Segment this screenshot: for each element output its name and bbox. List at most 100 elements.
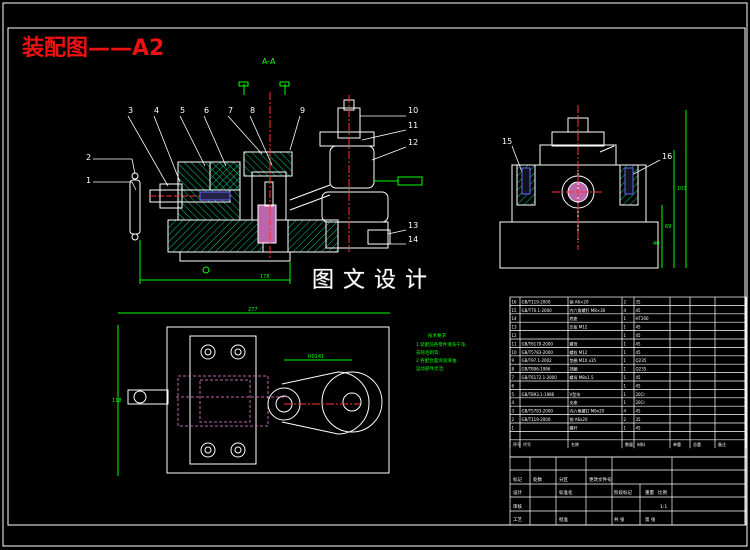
bom-header-total: 总重 xyxy=(693,441,701,447)
front-section-view: A-A xyxy=(129,57,423,284)
bom-header-wt: 单重 xyxy=(673,441,681,447)
tb-count: 处数 xyxy=(533,476,542,483)
bom-cell-mat: 45 xyxy=(636,350,642,355)
title-block xyxy=(509,456,747,526)
balloon-11: 11 xyxy=(408,121,418,130)
bom-cell-no: 12 xyxy=(512,333,518,338)
tech-line-3: 2.各配合面涂润滑油, xyxy=(416,357,458,364)
balloon-12: 12 xyxy=(408,138,418,147)
bom-cell-no: 9 xyxy=(512,358,515,363)
tb-sheets: 共 张 xyxy=(614,516,625,523)
bom-cell-qty: 4 xyxy=(624,409,627,414)
balloon-14: 14 xyxy=(408,235,418,244)
tech-notes: 技术要求 1.装配前各零件清洗干净, 去除毛刺等; 2.各配合面涂润滑油, 运动… xyxy=(416,332,467,372)
bom-cell-name: 螺母 xyxy=(570,340,578,346)
bom-cell-name: 压板 M12 xyxy=(570,324,588,330)
balloon-4: 4 xyxy=(154,106,159,115)
balloon-7: 7 xyxy=(228,106,233,115)
bom-header-qty: 数量 xyxy=(625,441,633,447)
bom-header-note: 备注 xyxy=(718,441,726,447)
bom-cell-mat: 20Cr xyxy=(636,400,646,405)
bom-cell-mat: 20Cr xyxy=(636,392,646,397)
bom-cell-qty: 1 xyxy=(624,333,627,338)
balloon-2: 2 xyxy=(86,153,91,162)
dim-plan-width: 277 xyxy=(248,307,258,313)
bom-cell-no: 3 xyxy=(512,409,515,414)
bom-cell-qty: 1 xyxy=(624,375,627,380)
bom-header-no: 序号 xyxy=(513,441,521,447)
bom-cell-code: GB/T893.1-1986 xyxy=(522,392,555,397)
tb-weight: 重量 xyxy=(645,489,654,496)
bom-cell-mat: 45 xyxy=(636,325,642,330)
bom-cell-mat: 45 xyxy=(636,308,642,313)
bom-cell-name: 销 A6x20 xyxy=(570,416,588,422)
tb-ratio: 比例 xyxy=(658,489,667,496)
balloon-6: 6 xyxy=(204,106,209,115)
bom-cell-mat: Q235 xyxy=(636,358,647,363)
balloon-16: 16 xyxy=(662,152,672,161)
bom-cell-mat: 45 xyxy=(636,409,642,414)
balloon-5: 5 xyxy=(180,106,185,115)
bom-cell-name: 销 A6×20 xyxy=(570,298,589,304)
bom-cell-code: GB/T119-2000 xyxy=(522,417,551,422)
dim-side-h2: 103 xyxy=(677,186,687,192)
balloon-10: 10 xyxy=(408,106,418,115)
bom-cell-qty: 1 xyxy=(624,383,627,388)
bom-cell-code: GB/T5783-2000 xyxy=(522,409,554,414)
section-label: A-A xyxy=(262,57,276,66)
bom-cell-mat: HT200 xyxy=(636,316,650,321)
tech-line-2: 去除毛刺等; xyxy=(416,349,440,356)
bom-cell-code: GB/T896-1986 xyxy=(522,367,551,372)
bom-cell-qty: 1 xyxy=(624,316,627,321)
tb-mark: 标记 xyxy=(513,476,522,483)
bom-cell-no: 2 xyxy=(512,417,515,422)
watermark: 图文设计 xyxy=(312,268,437,293)
tb-change: 更改文件号 xyxy=(589,476,612,483)
tb-scale: 1:1 xyxy=(660,504,667,510)
dim-plan-arm: R0141 xyxy=(308,354,324,360)
sheet-title: 装配图——A2 xyxy=(22,36,165,61)
bom-cell-qty: 1 xyxy=(624,367,627,372)
balloon-15: 15 xyxy=(502,137,512,146)
bom-cell-name: 内六角螺钉 M8×30 xyxy=(570,307,606,313)
tech-heading: 技术要求 xyxy=(428,332,446,339)
bom-cell-mat: 45 xyxy=(636,341,642,346)
tb-std: 标准化 xyxy=(559,489,573,496)
bom-cell-name: 螺栓 M12 xyxy=(570,349,588,355)
balloon-3: 3 xyxy=(128,106,133,115)
plan-view: 277 118 R0141 xyxy=(112,307,390,476)
bom-cell-qty: 1 xyxy=(624,425,627,430)
bom-cell-no: 13 xyxy=(512,325,518,330)
bom-header-name: 名称 xyxy=(571,441,579,447)
bom-cell-code: GB/T6172.1-2000 xyxy=(522,375,558,380)
dim-plan-height: 118 xyxy=(112,398,122,404)
dim-side-h1: 69 xyxy=(665,224,671,230)
bom-cell-qty: 1 xyxy=(624,392,627,397)
balloon-leaders: 1 2 3 4 5 6 7 8 9 10 11 12 13 14 15 16 xyxy=(86,106,672,245)
dim-side-h3: 40 xyxy=(653,241,659,247)
bom-cell-name: 螺杆 xyxy=(570,424,578,430)
bom-cell-no: 8 xyxy=(512,367,515,372)
bom-cell-name: 垫圈 M10 x35 xyxy=(570,357,597,363)
bom-cell-no: 1 xyxy=(512,425,515,430)
balloon-9: 9 xyxy=(300,106,305,115)
bom-cell-mat: 45 xyxy=(636,425,642,430)
tech-line-1: 1.装配前各零件清洗干净, xyxy=(416,341,467,348)
tb-sheet: 第 张 xyxy=(645,516,656,523)
bom-cell-code: GB/T6170-2000 xyxy=(522,341,554,346)
tb-review: 审核 xyxy=(513,503,522,510)
bom-cell-no: 4 xyxy=(512,400,515,405)
bom-cell-mat: 35 xyxy=(636,417,642,422)
bom-cell-mat: 45 xyxy=(636,383,642,388)
tech-line-4: 运动部件灵活; xyxy=(416,365,445,372)
bom-cell-mat: Q235 xyxy=(636,367,647,372)
tb-process: 工艺 xyxy=(513,517,522,523)
bom-cell-no: 6 xyxy=(512,383,515,388)
bom-cell-mat: 45 xyxy=(636,333,642,338)
tb-zone: 分区 xyxy=(559,476,568,483)
bom-cell-name: 挡圈 xyxy=(570,366,578,372)
dim-base-length: 178 xyxy=(260,274,270,280)
bom-cell-no: 16 xyxy=(512,299,518,304)
